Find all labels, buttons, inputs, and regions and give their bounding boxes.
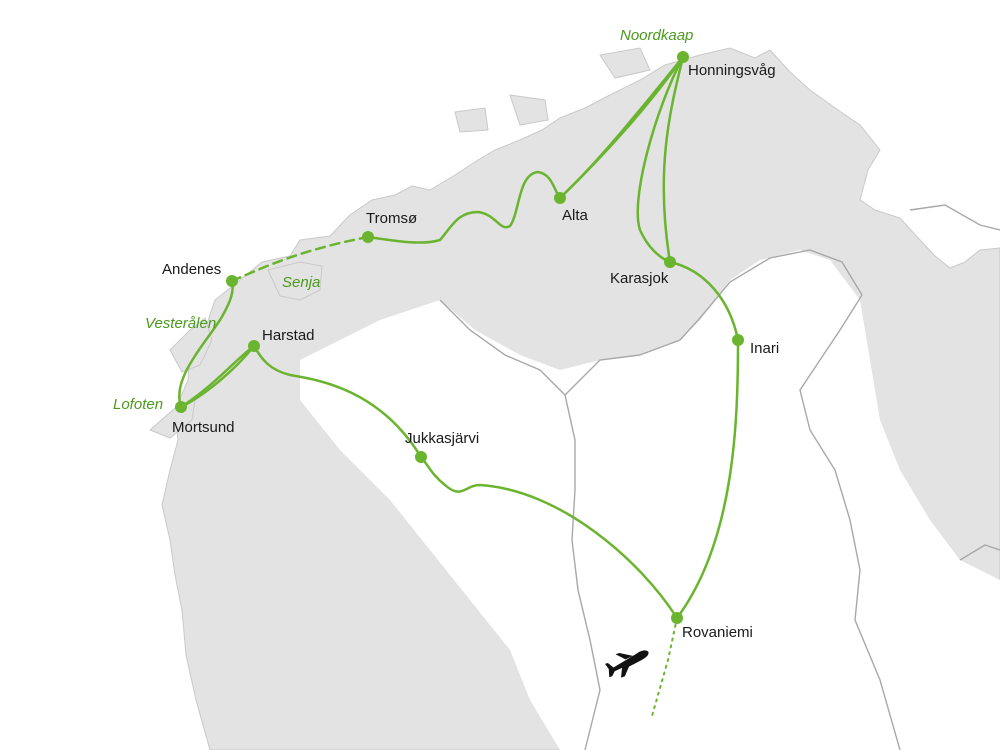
label-harstad: Harstad	[262, 327, 315, 344]
inland-white-area	[300, 250, 1000, 750]
marker-karasjok[interactable]	[664, 256, 676, 268]
label-lofoten: Lofoten	[113, 396, 163, 413]
route-honningsvag-karasjok	[636, 55, 685, 264]
stop-markers	[175, 51, 744, 624]
marker-inari[interactable]	[732, 334, 744, 346]
route-tromso-alta	[366, 170, 562, 244]
island-north-3	[454, 107, 489, 133]
country-borders	[439, 204, 1000, 750]
marker-jukkasjarvi[interactable]	[415, 451, 427, 463]
marker-tromso[interactable]	[362, 231, 374, 243]
label-inari: Inari	[750, 340, 779, 357]
city-labels: Honningsvåg Alta Tromsø Andenes Harstad …	[162, 62, 779, 641]
marker-alta[interactable]	[554, 192, 566, 204]
route-honningsvag-loop-a	[558, 55, 685, 200]
route-honningsvag-karasjok-b	[662, 55, 685, 264]
label-vesteralen: Vesterålen	[145, 315, 216, 332]
route-rovaniemi-jukkasjarvi	[419, 455, 679, 620]
region-labels: Noordkaap Senja Vesterålen Lofoten	[113, 27, 693, 413]
marker-harstad[interactable]	[248, 340, 260, 352]
label-alta: Alta	[562, 207, 589, 224]
island-vesteralen	[169, 317, 213, 373]
marker-rovaniemi[interactable]	[671, 612, 683, 624]
border-finland-russia	[799, 294, 901, 750]
label-senja: Senja	[282, 274, 320, 291]
route-karasjok-inari	[668, 260, 740, 342]
marker-mortsund[interactable]	[175, 401, 187, 413]
marker-andenes[interactable]	[226, 275, 238, 287]
route-mortsund-andenes	[178, 279, 234, 409]
label-honningsvag: Honningsvåg	[688, 62, 776, 79]
route-lines	[178, 55, 740, 717]
label-andenes: Andenes	[162, 261, 221, 278]
route-inari-rovaniemi	[675, 338, 740, 620]
label-rovaniemi: Rovaniemi	[682, 624, 753, 641]
border-norway-finland	[564, 249, 863, 396]
border-norway-sweden	[439, 299, 601, 750]
label-jukkasjarvi: Jukkasjärvi	[405, 430, 479, 447]
airplane-icon	[604, 650, 649, 678]
label-karasjok: Karasjok	[610, 270, 669, 287]
label-tromso: Tromsø	[366, 210, 417, 227]
label-mortsund: Mortsund	[172, 419, 235, 436]
marker-honningsvag[interactable]	[677, 51, 689, 63]
route-mortsund-harstad-b	[179, 344, 256, 409]
island-north-2	[599, 47, 651, 79]
route-rovaniemi-south	[651, 617, 678, 717]
island-senja	[267, 261, 323, 301]
border-lake-1	[959, 544, 1000, 561]
island-north-1	[509, 94, 549, 126]
route-andenes-tromso	[230, 235, 370, 283]
route-jukkasjarvi-harstad	[252, 344, 423, 459]
label-noordkaap: Noordkaap	[620, 27, 693, 44]
border-coast-east	[909, 204, 1000, 231]
